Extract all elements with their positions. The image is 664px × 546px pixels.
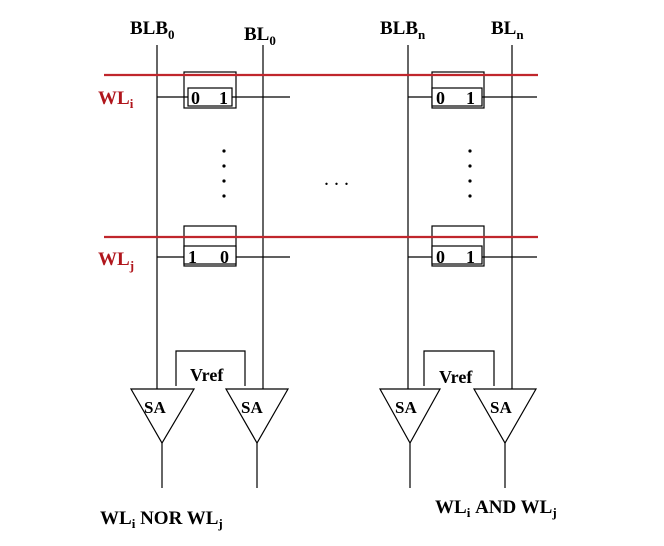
cell-bit-left: 0: [436, 88, 445, 108]
horizontal-ellipsis: . . .: [324, 168, 349, 190]
sense-amp-blb0: SA: [129, 388, 196, 488]
column-label-blb0: BLB0: [130, 18, 175, 42]
column-label-bln: BLn: [491, 18, 524, 42]
wordline-label-wlj: WLj: [98, 249, 134, 273]
sense-amp-label: SA: [490, 398, 512, 417]
memory-cell-row-i-col-0: 0 1: [157, 71, 290, 109]
sense-amp-blbn: SA: [378, 388, 442, 488]
vref-group-0: Vref: [175, 350, 246, 386]
cell-bit-left: 1: [188, 247, 197, 267]
memory-cell-row-i-col-n: 0 1: [408, 71, 537, 109]
cell-bit-right: 1: [466, 247, 475, 267]
sense-amp-label: SA: [144, 398, 166, 417]
vertical-ellipsis-col-n: [468, 149, 472, 198]
cell-bit-right: 1: [466, 88, 475, 108]
vertical-ellipsis-col-0: [222, 149, 226, 198]
memory-cell-row-j-col-n: 0 1: [408, 225, 537, 267]
cell-bit-left: 0: [191, 88, 200, 108]
sense-amp-label: SA: [395, 398, 417, 417]
memory-cell-row-j-col-0: 1 0: [157, 225, 290, 267]
sense-amp-bl0: SA: [224, 388, 290, 488]
wordline-label-wli: WLi: [98, 88, 134, 111]
cell-bit-right: 0: [220, 247, 229, 267]
output-label-nor: WLi NOR WLj: [100, 508, 223, 531]
vref-label: Vref: [190, 365, 224, 385]
cell-bit-left: 0: [436, 247, 445, 267]
sense-amp-bln: SA: [472, 388, 538, 488]
output-label-and: WLi AND WLj: [435, 497, 557, 520]
vref-group-n: Vref: [423, 350, 495, 387]
sense-amp-label: SA: [241, 398, 263, 417]
column-label-bl0: BL0: [244, 24, 276, 48]
vref-label: Vref: [439, 367, 473, 387]
column-label-blbn: BLBn: [380, 18, 426, 42]
cell-bit-right: 1: [219, 88, 228, 108]
